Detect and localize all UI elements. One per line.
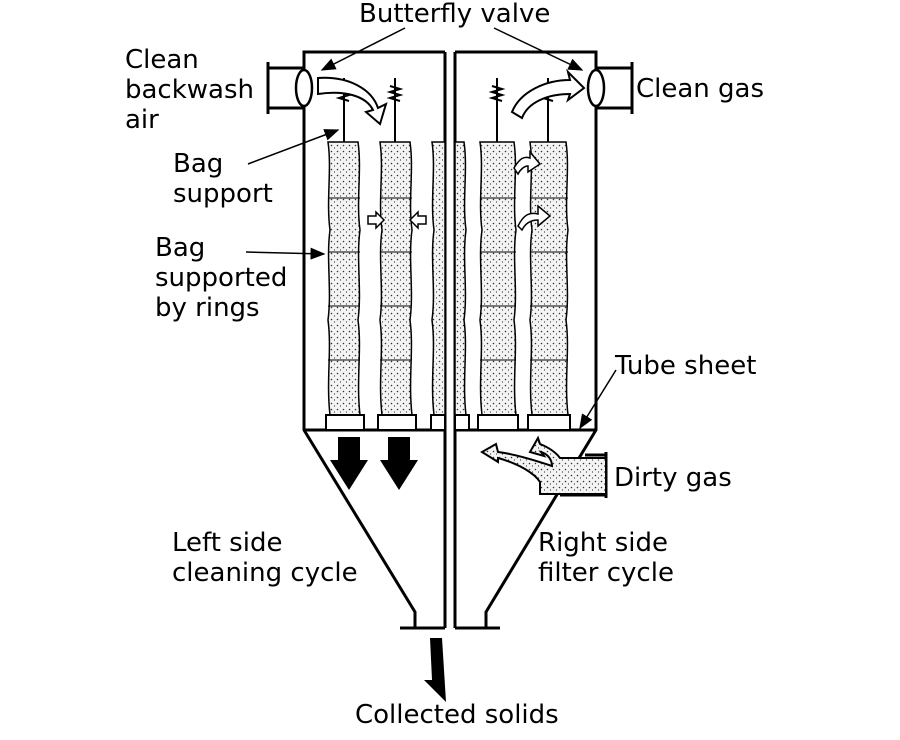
label-bag-supported-by-rings: Bag supported by rings bbox=[155, 233, 296, 323]
leader-lines bbox=[245, 27, 617, 430]
label-right-side-filter-cycle: Right side filter cycle bbox=[538, 528, 676, 588]
inlet-duct-left bbox=[266, 62, 304, 114]
butterfly-valve-right bbox=[586, 68, 606, 108]
label-clean-backwash-air: Clean backwash air bbox=[125, 45, 262, 135]
butterfly-valve-left bbox=[294, 68, 314, 108]
collected-solids-arrow bbox=[424, 638, 446, 702]
label-left-side-cleaning-cycle: Left side cleaning cycle bbox=[172, 528, 358, 588]
label-butterfly-valve: Butterfly valve bbox=[359, 0, 550, 29]
cleaning-arrow-1 bbox=[330, 437, 368, 490]
label-clean-gas: Clean gas bbox=[636, 74, 764, 104]
bag-rings bbox=[328, 197, 568, 361]
bag-collars bbox=[325, 414, 571, 431]
clean-gas-arrow bbox=[510, 68, 586, 120]
outlet-duct-right bbox=[596, 62, 634, 114]
bag-3 bbox=[431, 141, 446, 416]
dirty-gas-arrow bbox=[480, 435, 607, 495]
bag-3b bbox=[454, 141, 467, 416]
label-collected-solids: Collected solids bbox=[355, 700, 559, 730]
label-dirty-gas: Dirty gas bbox=[614, 463, 732, 493]
bag-2 bbox=[379, 141, 413, 416]
bag-4 bbox=[479, 141, 517, 416]
filter-bags bbox=[327, 141, 569, 416]
bag-flow-arrows bbox=[367, 149, 552, 232]
cleaning-arrow-2 bbox=[380, 437, 418, 490]
bag-1 bbox=[327, 141, 361, 416]
backwash-air-arrow bbox=[317, 76, 388, 126]
label-tube-sheet: Tube sheet bbox=[614, 351, 756, 381]
bag-5 bbox=[529, 141, 569, 416]
label-bag-support: Bag support bbox=[173, 149, 273, 209]
